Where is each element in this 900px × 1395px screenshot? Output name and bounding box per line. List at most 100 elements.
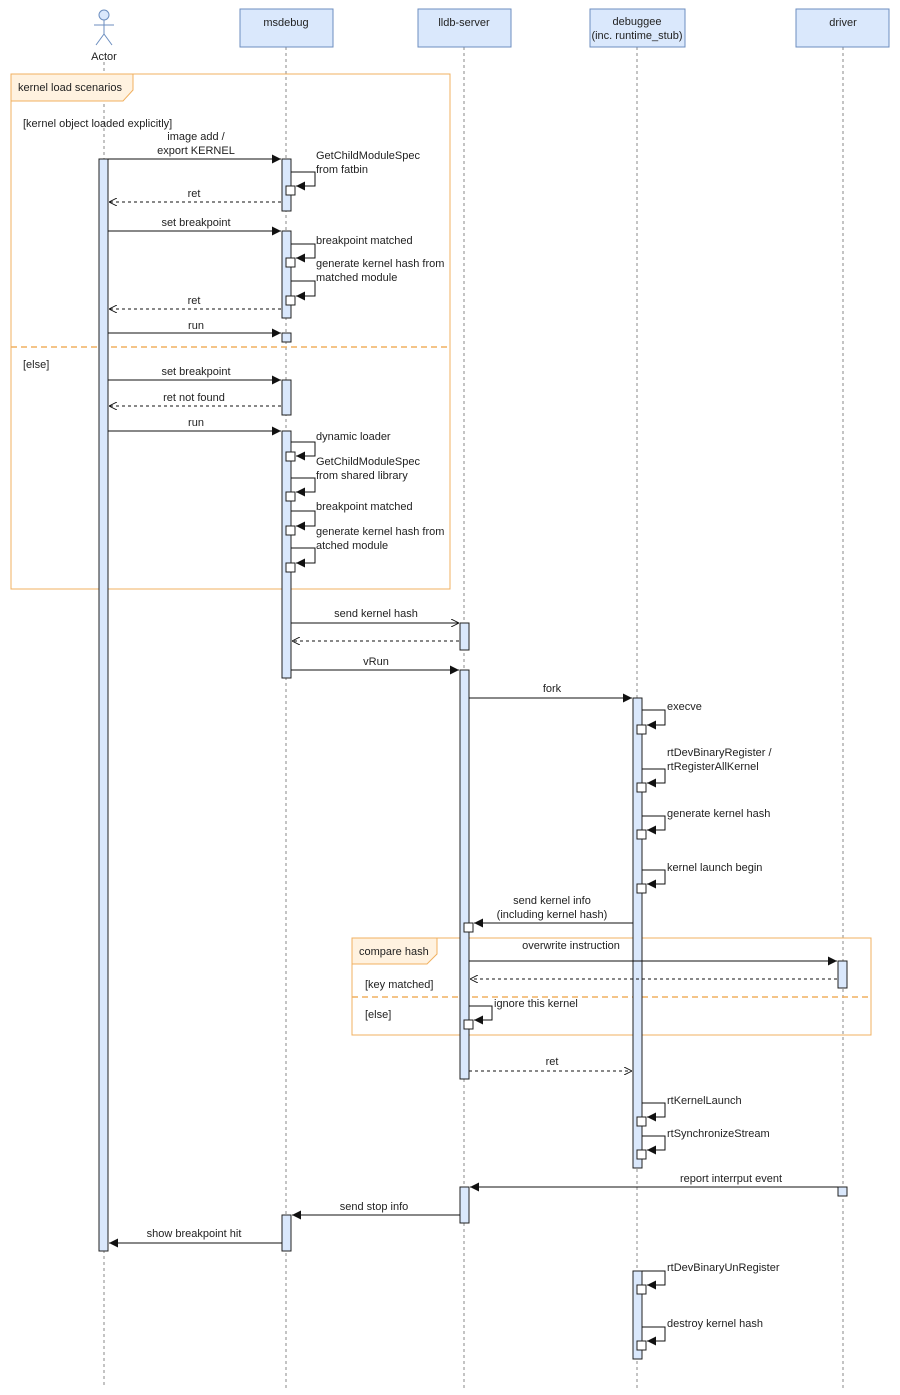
msg-send-kernel-info-label-2: (including kernel hash) <box>497 909 608 921</box>
debuggee-activation-2 <box>632 1270 643 1360</box>
self-getchild-fatbin-label-1: GetChildModuleSpec <box>316 150 420 162</box>
msg-send-kernel-info-label-1: send kernel info <box>513 895 591 907</box>
msg-show-breakpoint-hit-label: show breakpoint hit <box>147 1228 242 1240</box>
self-gen-hash-2-label-2: atched module <box>316 540 388 552</box>
debuggee-sublabel: (inc. runtime_stub) <box>591 30 682 42</box>
self-getchild-fatbin-label-2: from fatbin <box>316 164 368 176</box>
self-destroy-hash <box>642 1326 666 1346</box>
self-getchild-fatbin-activation <box>285 185 296 196</box>
guard-explicit: [kernel object loaded explicitly] <box>23 118 172 130</box>
self-gen-kernel-hash <box>642 815 666 835</box>
msg-image-add-label-2: export KERNEL <box>157 145 235 157</box>
debuggee-label: debuggee <box>613 16 662 28</box>
self-rt-register-activation <box>636 782 647 793</box>
self-gen-hash-2 <box>291 547 316 568</box>
self-rt-register-label-2: rtRegisterAllKernel <box>667 761 759 773</box>
self-rt-register-label-1: rtDevBinaryRegister / <box>667 747 772 759</box>
actor-participant: Actor <box>91 9 117 63</box>
self-bp-matched-1 <box>291 243 316 263</box>
debuggee-activation-1 <box>632 697 643 1169</box>
driver-participant: driver <box>795 8 890 48</box>
self-execve <box>642 709 666 730</box>
self-gen-hash-1-label-2: matched module <box>316 272 397 284</box>
kernel-load-frame: kernel load scenarios [kernel object loa… <box>10 73 451 590</box>
msdebug-participant: msdebug <box>239 8 334 48</box>
self-gen-hash-2-label-1: generate kernel hash from <box>316 526 444 538</box>
guard-else-1: [else] <box>23 359 49 371</box>
kernel-load-frame-label: kernel load scenarios <box>18 82 122 94</box>
self-bp-matched-1-label: breakpoint matched <box>316 235 413 247</box>
msg-image-add-label-1: image add / <box>167 131 225 143</box>
msg-ret-2-label: ret <box>188 295 201 307</box>
self-kernel-launch-begin-activation <box>636 883 647 894</box>
self-gen-hash-1-label-1: generate kernel hash from <box>316 258 444 270</box>
guard-else-2: [else] <box>365 1009 391 1021</box>
lldb-server-label: lldb-server <box>438 17 490 29</box>
self-rt-unregister-activation <box>636 1284 647 1295</box>
msg-set-breakpoint-2-label: set breakpoint <box>161 366 230 378</box>
self-rt-sync-stream-label: rtSynchronizeStream <box>667 1128 770 1140</box>
self-gen-hash-2-activation <box>285 562 296 573</box>
driver-box <box>795 8 890 48</box>
lldb-server-participant: lldb-server <box>417 8 512 48</box>
msdebug-activation-5 <box>281 430 292 679</box>
self-rt-kernel-launch <box>642 1102 666 1122</box>
msdebug-activation-4 <box>281 379 292 416</box>
self-gen-kernel-hash-activation <box>636 829 647 840</box>
msdebug-activation-1 <box>281 158 292 212</box>
self-bp-matched-1-activation <box>285 257 296 268</box>
self-rt-unregister-label: rtDevBinaryUnRegister <box>667 1262 780 1274</box>
compare-hash-frame: compare hash [key matched] [else] <box>351 937 872 1036</box>
msg-send-stop-info-label: send stop info <box>340 1201 409 1213</box>
self-gen-hash-1 <box>291 280 316 301</box>
self-rt-kernel-launch-activation <box>636 1116 647 1127</box>
lldb-activation-1 <box>459 622 470 651</box>
msg-ret-1-label: ret <box>188 188 201 200</box>
self-execve-label: execve <box>667 701 702 713</box>
self-kernel-launch-begin-label: kernel launch begin <box>667 862 762 874</box>
self-rt-unregister <box>642 1270 666 1290</box>
self-dynamic-loader-label: dynamic loader <box>316 431 391 443</box>
msg-ret-3-label: ret <box>546 1056 559 1068</box>
self-execve-activation <box>636 724 647 735</box>
self-rt-register <box>642 768 666 788</box>
msg-ret-not-found-label: ret not found <box>163 392 225 404</box>
msdebug-activation-3 <box>281 332 292 343</box>
self-dynamic-loader-activation <box>285 451 296 462</box>
self-rt-sync-stream-activation <box>636 1149 647 1160</box>
msg-overwrite-instruction-label: overwrite instruction <box>522 940 620 952</box>
lldb-kernel-info-activation <box>463 922 474 933</box>
self-gen-hash-1-activation <box>285 295 296 306</box>
msg-vrun-label: vRun <box>363 656 389 668</box>
self-getchild-shared-label-1: GetChildModuleSpec <box>316 456 420 468</box>
msg-report-interrupt-label: report interrput event <box>680 1173 782 1185</box>
msg-send-kernel-hash-label: send kernel hash <box>334 608 418 620</box>
debuggee-participant: debuggee (inc. runtime_stub) <box>589 8 686 48</box>
self-getchild-shared-activation <box>285 491 296 502</box>
lldb-activation-2 <box>459 669 470 1080</box>
self-ignore-kernel <box>469 1005 493 1025</box>
actor-label: Actor <box>91 51 117 63</box>
self-destroy-hash-label: destroy kernel hash <box>667 1318 763 1330</box>
self-gen-kernel-hash-label: generate kernel hash <box>667 808 770 820</box>
msdebug-activation-2 <box>281 230 292 319</box>
msg-fork-label: fork <box>543 683 562 695</box>
driver-label: driver <box>829 17 857 29</box>
self-dynamic-loader <box>291 441 316 461</box>
driver-activation-2 <box>837 1186 848 1197</box>
msdebug-activation-6 <box>281 1214 292 1252</box>
self-getchild-fatbin <box>291 171 316 191</box>
self-bp-matched-2-activation <box>285 525 296 536</box>
lldb-activation-3 <box>459 1186 470 1224</box>
msdebug-label: msdebug <box>263 17 308 29</box>
actor-head-icon <box>98 9 110 21</box>
self-destroy-hash-activation <box>636 1340 647 1351</box>
msg-set-breakpoint-1-label: set breakpoint <box>161 217 230 229</box>
self-ignore-kernel-label: ignore this kernel <box>494 998 578 1010</box>
self-bp-matched-2-label: breakpoint matched <box>316 501 413 513</box>
guard-key-matched: [key matched] <box>365 979 433 991</box>
self-getchild-shared <box>291 477 316 497</box>
self-bp-matched-2 <box>291 510 316 531</box>
debuggee-box <box>589 8 686 48</box>
self-kernel-launch-begin <box>642 869 666 889</box>
